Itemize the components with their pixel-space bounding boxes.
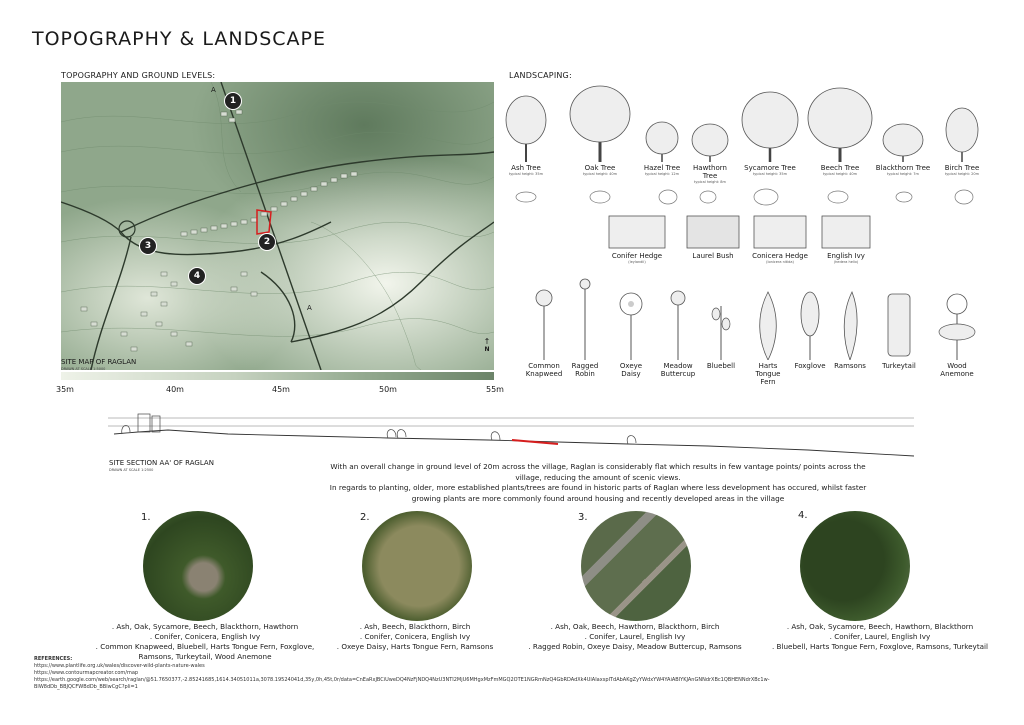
tree-hazel: Hazel Tree typical height: 12m [640,118,684,176]
sycamore-tree-icon [741,91,799,162]
legend-label-50: 50m [379,385,397,394]
landscaping-heading: LANDSCAPING: [509,71,572,80]
turkeytail-icon [887,293,911,357]
site-marker-4: 4 [188,267,206,285]
ash-tree-icon [505,95,547,162]
birch-tree-icon [945,107,979,162]
site-photo-3 [581,511,691,621]
site-number-2: 2. [360,512,370,523]
hazel-tree-icon [645,121,679,162]
oak-tree-icon [569,85,631,162]
site-number-4: 4. [798,510,808,521]
section-title: SITE SECTION AA' OF RAGLAN [109,459,214,467]
laurel-bush-icon [686,215,740,249]
hawthorn-tree-icon [691,123,729,162]
flower-wood-anemone: Wood Anemone [932,290,982,378]
reference-link[interactable]: https://www.plantlife.org.uk/wales/disco… [34,663,205,669]
tree-oak: Oak Tree typical height: 40m [568,80,632,176]
leaf-icons [515,188,974,206]
flower-bluebell: Bluebell [702,300,740,370]
tree-hawthorn: Hawthorn Tree typical height: 8m [686,118,734,184]
flower-foxglove: Foxglove [790,288,830,370]
legend-label-40: 40m [166,385,184,394]
site-4-species: . Ash, Oak, Sycamore, Beech, Hawthorn, B… [771,622,989,651]
site-marker-3: 3 [139,237,157,255]
knapweed-icon [535,289,553,360]
site-photo-2 [362,511,472,621]
site-1-species: . Ash, Oak, Sycamore, Beech, Blackthorn,… [95,622,315,661]
tree-birch: Birch Tree typical height: 20m [938,104,986,176]
beech-tree-icon [807,87,873,162]
flower-harts-tongue-fern: Harts Tongue Fern [748,290,788,386]
legend-label-45: 45m [272,385,290,394]
ragged-robin-icon [579,278,591,360]
tree-ash: Ash Tree typical height: 35m [502,90,550,176]
elevation-legend-bar [61,372,494,380]
reference-link[interactable]: BlW8dDb_BBJQCFWBdDb_BBlwCgC?pli=1 [34,684,138,690]
reference-link[interactable]: https://www.contourmapcreator.com/map [34,670,139,676]
fern-icon [759,291,777,361]
section-marker-a: A [211,86,216,94]
flower-turkeytail: Turkeytail [876,290,922,370]
bluebell-icon [711,306,731,360]
conifer-hedge-icon [608,215,666,249]
blackthorn-tree-icon [882,123,924,162]
page-title: TOPOGRAPHY & LANDSCAPE [32,28,327,50]
site-photo-4 [800,511,910,621]
hedge-conicera: Conicera Hedge (lonicera nitida) [748,214,812,264]
site-number-1: 1. [141,512,151,523]
site-3-species: . Ash, Oak, Beech, Hawthorn, Blackthorn,… [528,622,742,651]
wood-anemone-icon [938,293,976,360]
site-marker-1: 1 [224,92,242,110]
site-marker-2: 2 [258,233,276,251]
tree-sycamore: Sycamore Tree typical height: 35m [738,88,802,176]
legend-label-35: 35m [56,385,74,394]
site-map-drawing [61,82,494,370]
site-2-species: . Ash, Beech, Blackthorn, Birch . Conife… [336,622,494,651]
buttercup-icon [670,290,686,360]
section-marker-a-end: A [307,304,312,312]
site-map: A A 1 2 3 4 ↑ N [61,82,494,370]
flower-meadow-buttercup: Meadow Buttercup [656,288,700,378]
foxglove-icon [800,291,820,360]
flower-ragged-robin: Ragged Robin [568,276,602,378]
english-ivy-icon [821,215,871,249]
hedge-english-ivy: English Ivy (hedera helix) [818,214,874,264]
map-title: SITE MAP OF RAGLAN [61,358,137,366]
description-text: With an overall change in ground level o… [329,462,867,503]
reference-link[interactable]: https://earth.google.com/web/search/ragl… [34,677,770,683]
ramsons-icon [843,291,858,362]
legend-label-55: 55m [486,385,504,394]
tree-beech: Beech Tree typical height: 40m [806,84,874,176]
oxeye-daisy-icon [619,292,643,360]
topography-heading: TOPOGRAPHY AND GROUND LEVELS: [61,71,216,80]
north-arrow: ↑ N [483,337,491,354]
site-number-3: 3. [578,512,588,523]
flower-oxeye-daisy: Oxeye Daisy [610,290,652,378]
hedge-conifer: Conifer Hedge (leylandii) [605,214,669,264]
flower-ramsons: Ramsons [830,290,870,370]
map-scale: DRAWN AT SCALE 1:5000 [61,367,106,371]
references: REFERENCES: https://www.plantlife.org.uk… [34,656,814,691]
conicera-hedge-icon [753,215,807,249]
site-section-drawing [108,413,914,457]
section-scale: DRAWN AT SCALE 1:2500 [109,468,154,472]
north-arrow-icon: ↑ [483,337,491,346]
flower-common-knapweed: Common Knapweed [520,286,568,378]
site-photo-1 [143,511,253,621]
hedge-laurel: Laurel Bush [683,214,743,260]
tree-blackthorn: Blackthorn Tree typical height: 7m [870,118,936,176]
